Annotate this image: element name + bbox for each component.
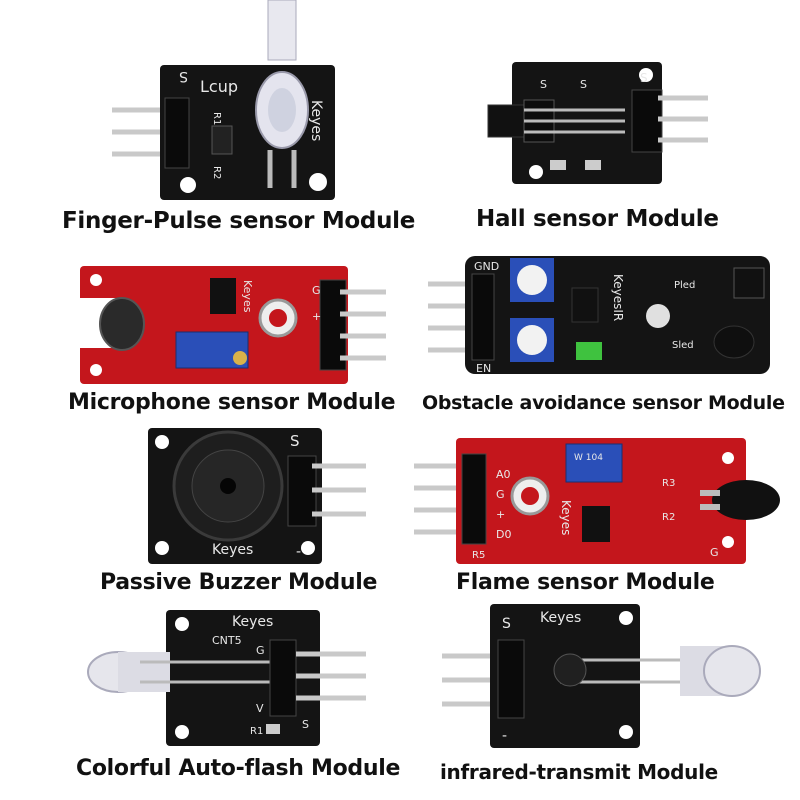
module-caption: Passive Buzzer Module bbox=[100, 570, 378, 595]
module-colorful-auto-flash: Keyes CNT5 G V S R1 Colorful Auto-flash … bbox=[0, 600, 420, 800]
module-caption: Hall sensor Module bbox=[476, 206, 719, 232]
silk-label: GND bbox=[474, 260, 499, 273]
silk-label: G bbox=[710, 546, 719, 559]
silk-label: Keyes bbox=[540, 610, 581, 626]
silk-label: Keyes bbox=[559, 500, 573, 535]
silk-label: S bbox=[540, 78, 547, 91]
silk-label: G bbox=[496, 488, 505, 501]
flame-board-image: A0 G + D0 Keyes R5 R3 R2 G W 104 bbox=[414, 438, 780, 564]
module-hall: S S S Hall sensor Module bbox=[400, 0, 800, 240]
auto-flash-board-image: Keyes CNT5 G V S R1 bbox=[87, 610, 366, 746]
silk-label: Keyes bbox=[232, 614, 273, 630]
silk-label: Keyes bbox=[308, 100, 324, 141]
silk-label: R2 bbox=[662, 512, 675, 523]
microphone-board-image: Keyes G + bbox=[80, 266, 386, 384]
silk-label: + bbox=[496, 508, 505, 521]
silk-label: Keyes bbox=[241, 280, 254, 313]
silk-label: KeyesIR bbox=[611, 274, 625, 321]
silk-label: Sled bbox=[672, 340, 694, 351]
silk-label: S bbox=[580, 78, 587, 91]
module-microphone: Keyes G + Microphone sensor Module bbox=[0, 240, 420, 420]
silk-label: + bbox=[312, 310, 321, 323]
silk-label: S bbox=[302, 718, 309, 731]
silk-label: S bbox=[502, 616, 511, 632]
silk-label: R1 bbox=[250, 726, 263, 737]
module-obstacle-avoidance: GND EN KeyesIR Pled Sled Obstacle avoida… bbox=[410, 240, 800, 420]
silk-label: G bbox=[256, 644, 265, 657]
silk-label: G bbox=[312, 284, 321, 297]
module-caption: Finger-Pulse sensor Module bbox=[62, 208, 416, 234]
module-caption: Microphone sensor Module bbox=[68, 390, 396, 415]
module-caption: Obstacle avoidance sensor Module bbox=[422, 392, 785, 414]
hall-board-image: S S S bbox=[487, 62, 708, 184]
silk-label: D0 bbox=[496, 528, 511, 541]
silk-label: V bbox=[256, 702, 264, 715]
obstacle-board-image: GND EN KeyesIR Pled Sled bbox=[428, 256, 770, 375]
module-infrared-transmit: Keyes S - infrared-transmit Module bbox=[410, 600, 800, 800]
module-caption: Colorful Auto-flash Module bbox=[76, 756, 401, 781]
module-finger-pulse: Lcup Keyes R1 R2 S Finger-Pulse sensor M… bbox=[0, 0, 415, 234]
module-caption: infrared-transmit Module bbox=[440, 760, 718, 784]
silk-label: CNT5 bbox=[212, 634, 242, 647]
silk-label: Keyes bbox=[212, 542, 253, 558]
silk-label: R3 bbox=[662, 478, 675, 489]
silk-label: Lcup bbox=[200, 77, 238, 96]
silk-label: S bbox=[290, 432, 300, 450]
silk-label: S bbox=[179, 68, 188, 84]
silk-label: - bbox=[502, 728, 507, 744]
buzzer-board-image: S Keyes - bbox=[148, 428, 366, 564]
silk-label: - bbox=[296, 544, 301, 560]
silk-label: R1 bbox=[211, 112, 222, 125]
silk-label: R2 bbox=[211, 166, 222, 179]
infrared-board-image: Keyes S - bbox=[442, 604, 761, 748]
silk-label: Pled bbox=[674, 280, 695, 291]
module-passive-buzzer: S Keyes - Passive Buzzer Module bbox=[0, 420, 410, 600]
silk-label: W 104 bbox=[574, 453, 603, 463]
silk-label: A0 bbox=[496, 468, 511, 481]
module-flame: A0 G + D0 Keyes R5 R3 R2 G W 104 Flame s… bbox=[400, 420, 800, 600]
silk-label: R5 bbox=[472, 550, 485, 561]
silk-label: EN bbox=[476, 362, 491, 375]
finger-pulse-board-image: Lcup Keyes R1 R2 S bbox=[112, 0, 335, 200]
module-caption: Flame sensor Module bbox=[456, 570, 715, 595]
silk-label: S bbox=[640, 71, 648, 85]
